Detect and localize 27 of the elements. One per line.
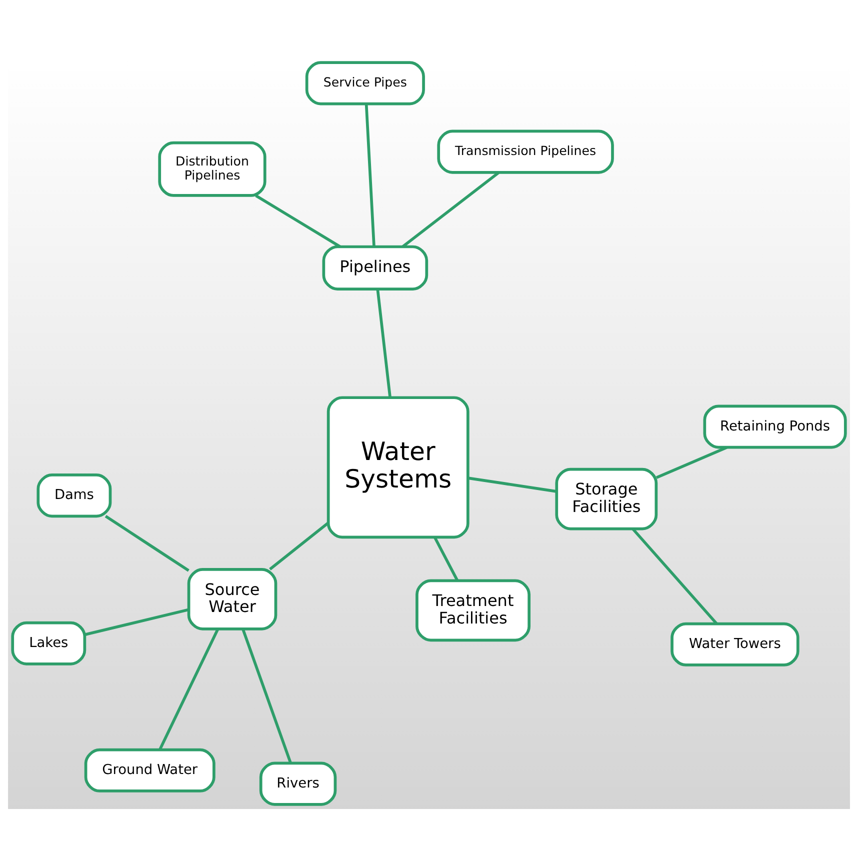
node-box: Treatment Facilities (416, 578, 531, 642)
connector (242, 628, 292, 763)
connector (468, 476, 557, 492)
node-box: Service Pipes (305, 60, 425, 105)
connector (656, 446, 728, 478)
node-box: Rivers (259, 761, 337, 806)
node-box: Pipelines (322, 244, 428, 290)
connector (84, 608, 190, 636)
node-box: Ground Water (84, 748, 216, 792)
node-box: Transmission Pipelines (437, 129, 614, 174)
node-box: Water Systems (326, 396, 470, 538)
connector (269, 521, 330, 570)
connector (158, 628, 220, 750)
node-box: Retaining Ponds (703, 404, 847, 448)
node-box: Lakes (11, 620, 86, 665)
connector (255, 194, 341, 248)
node-box: Water Towers (670, 622, 800, 666)
connector (433, 536, 459, 580)
connector (364, 104, 376, 246)
connector (104, 514, 190, 572)
node-box: Storage Facilities (555, 467, 658, 530)
connector (402, 170, 500, 248)
connector (632, 527, 718, 624)
connector (376, 288, 392, 397)
node-box: Source Water (187, 568, 278, 630)
node-box: Distribution Pipelines (158, 140, 266, 196)
node-box: Dams (36, 473, 112, 518)
